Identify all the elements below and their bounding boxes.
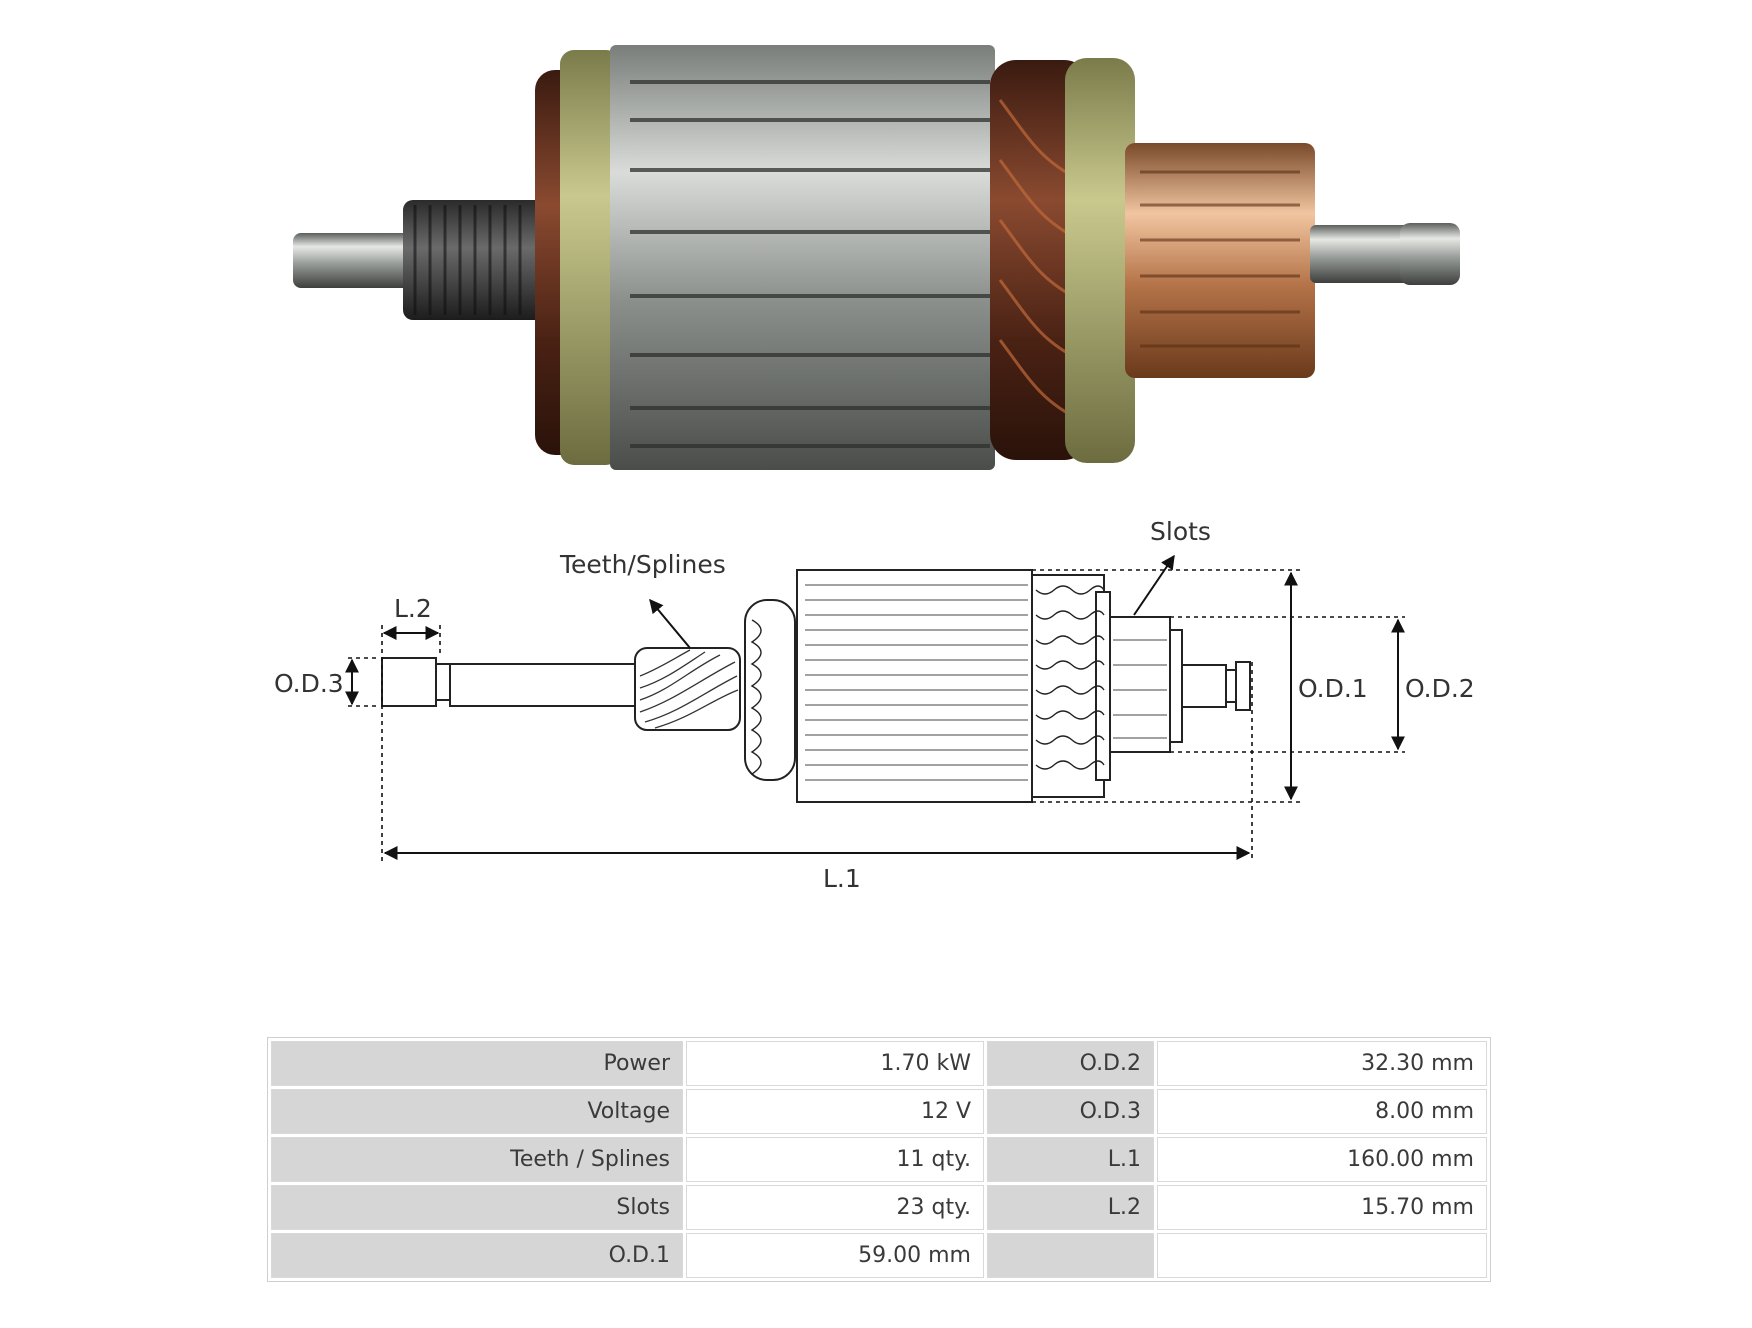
spec-key: O.D.3 xyxy=(987,1089,1154,1134)
label-l2: L.2 xyxy=(394,594,432,623)
label-od2: O.D.2 xyxy=(1405,674,1475,703)
teeth-splines-pointer xyxy=(649,598,691,649)
spec-key: Power xyxy=(271,1041,683,1086)
spec-value: 160.00 mm xyxy=(1157,1137,1487,1182)
spec-value: 23 qty. xyxy=(686,1185,984,1230)
label-od1: O.D.1 xyxy=(1298,674,1368,703)
table-row: Slots 23 qty. L.2 15.70 mm xyxy=(271,1185,1487,1230)
spec-key: Slots xyxy=(271,1185,683,1230)
specification-table: Power 1.70 kW O.D.2 32.30 mm Voltage 12 … xyxy=(267,1037,1491,1282)
spec-value: 12 V xyxy=(686,1089,984,1134)
table-row: O.D.1 59.00 mm xyxy=(271,1233,1487,1278)
spec-value xyxy=(1157,1233,1487,1278)
spec-key: O.D.1 xyxy=(271,1233,683,1278)
spec-key xyxy=(987,1233,1154,1278)
spec-value: 15.70 mm xyxy=(1157,1185,1487,1230)
spec-value: 59.00 mm xyxy=(686,1233,984,1278)
spec-key: L.1 xyxy=(987,1137,1154,1182)
label-teeth-splines: Teeth/Splines xyxy=(559,550,726,579)
spec-value: 8.00 mm xyxy=(1157,1089,1487,1134)
table-row: Teeth / Splines 11 qty. L.1 160.00 mm xyxy=(271,1137,1487,1182)
spec-key: L.2 xyxy=(987,1185,1154,1230)
armature-photo xyxy=(293,45,1460,470)
spec-value: 32.30 mm xyxy=(1157,1041,1487,1086)
spec-key: O.D.2 xyxy=(987,1041,1154,1086)
spec-value: 1.70 kW xyxy=(686,1041,984,1086)
slots-pointer xyxy=(1133,554,1175,616)
label-od3: O.D.3 xyxy=(274,669,344,698)
dimension-drawing: Teeth/Splines Slots L.2 O.D.3 O.D.1 O.D.… xyxy=(274,517,1475,893)
spec-key: Voltage xyxy=(271,1089,683,1134)
label-l1: L.1 xyxy=(823,864,861,893)
label-slots: Slots xyxy=(1150,517,1211,546)
spec-key: Teeth / Splines xyxy=(271,1137,683,1182)
spec-value: 11 qty. xyxy=(686,1137,984,1182)
table-row: Voltage 12 V O.D.3 8.00 mm xyxy=(271,1089,1487,1134)
table-row: Power 1.70 kW O.D.2 32.30 mm xyxy=(271,1041,1487,1086)
